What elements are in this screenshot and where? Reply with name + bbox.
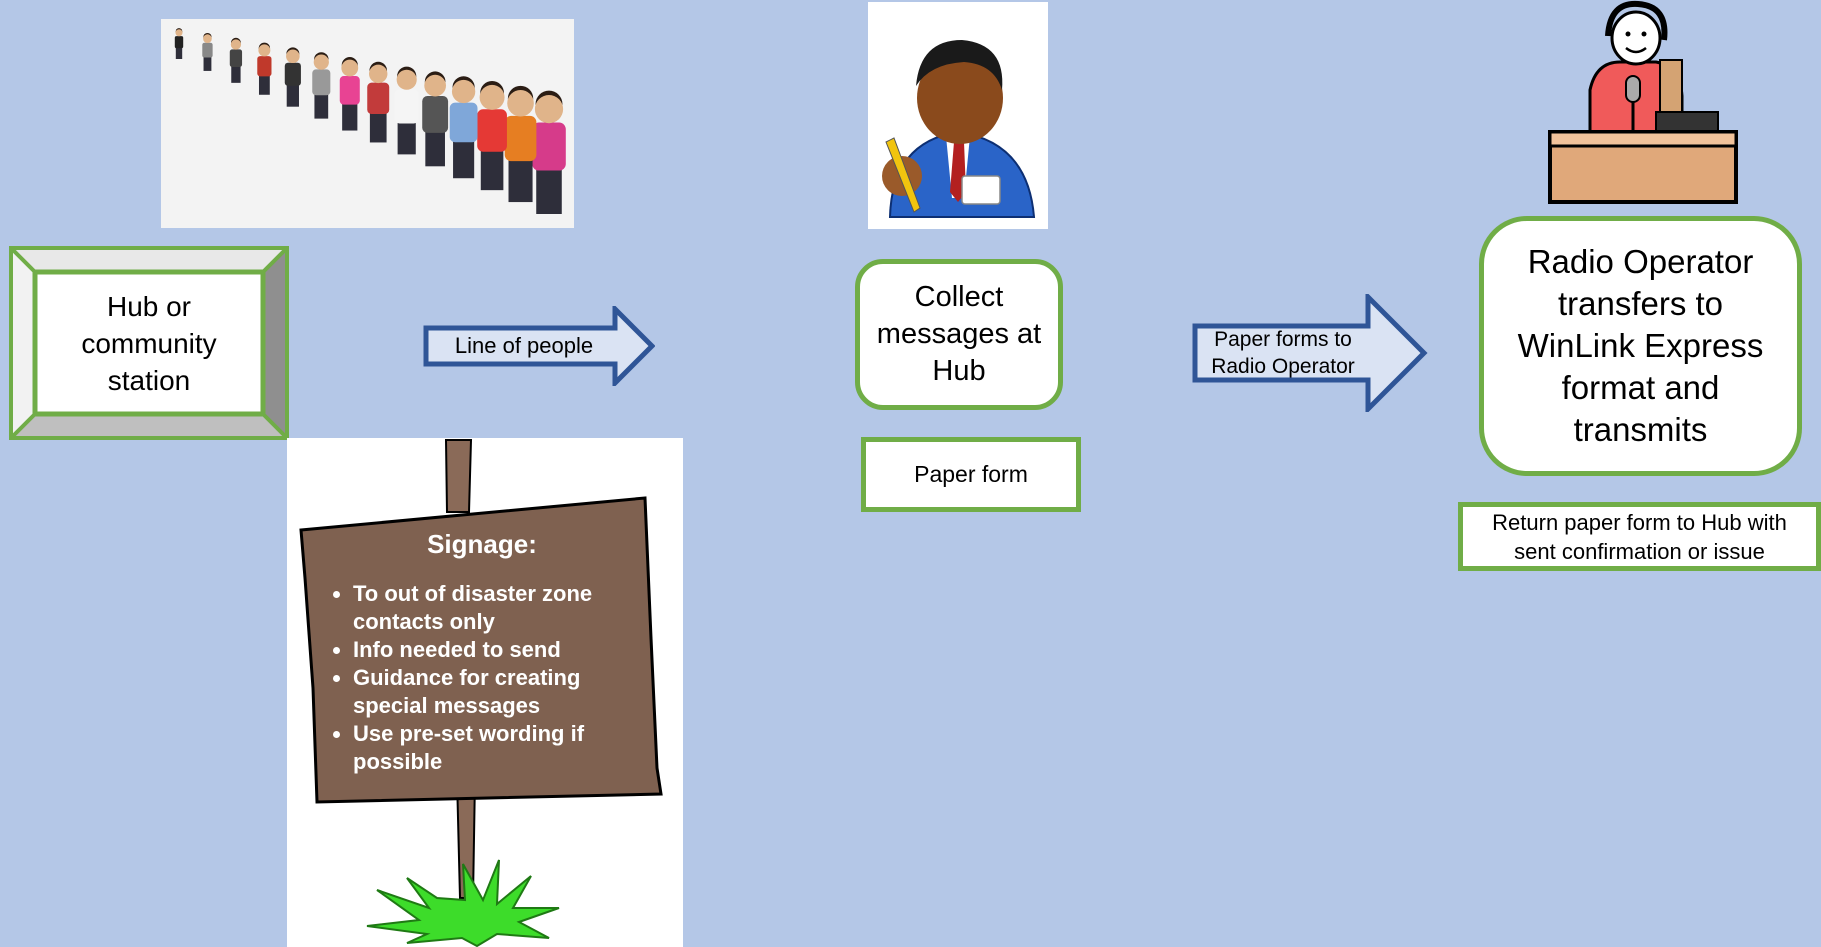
return-paper-form-box: Return paper form to Hub with sent confi…: [1458, 502, 1821, 571]
arrow-line-of-people-label: Line of people: [454, 333, 594, 358]
hub-label: Hub or community station: [81, 290, 217, 396]
signage-list: To out of disaster zone contacts only In…: [317, 580, 647, 776]
signage-item: To out of disaster zone contacts only: [353, 580, 647, 636]
collect-messages-box: Collect messages at Hub: [855, 259, 1063, 410]
radio-operator-icon: [1540, 0, 1740, 205]
arrow-line-of-people: Line of people: [423, 306, 655, 386]
paper-form-box: Paper form: [861, 437, 1081, 512]
signage-item: Guidance for creating special messages: [353, 664, 647, 720]
arrow-paper-forms: Paper forms to Radio Operator: [1192, 294, 1428, 412]
wooden-signpost-illustration: Signage: To out of disaster zone contact…: [287, 438, 683, 947]
signage-item: Info needed to send: [353, 636, 647, 664]
signage-item: Use pre-set wording if possible: [353, 720, 647, 776]
signage-text: Signage: To out of disaster zone contact…: [317, 529, 647, 776]
hub-station-box: Hub or community station: [9, 246, 289, 440]
hub-staff-person-icon: [868, 2, 1048, 229]
signage-title: Signage:: [427, 529, 537, 559]
arrow-paper-forms-label: Paper forms to Radio Operator: [1211, 328, 1355, 378]
radio-operator-box: Radio Operator transfers to WinLink Expr…: [1479, 216, 1802, 476]
line-of-people-illustration: [161, 19, 574, 228]
